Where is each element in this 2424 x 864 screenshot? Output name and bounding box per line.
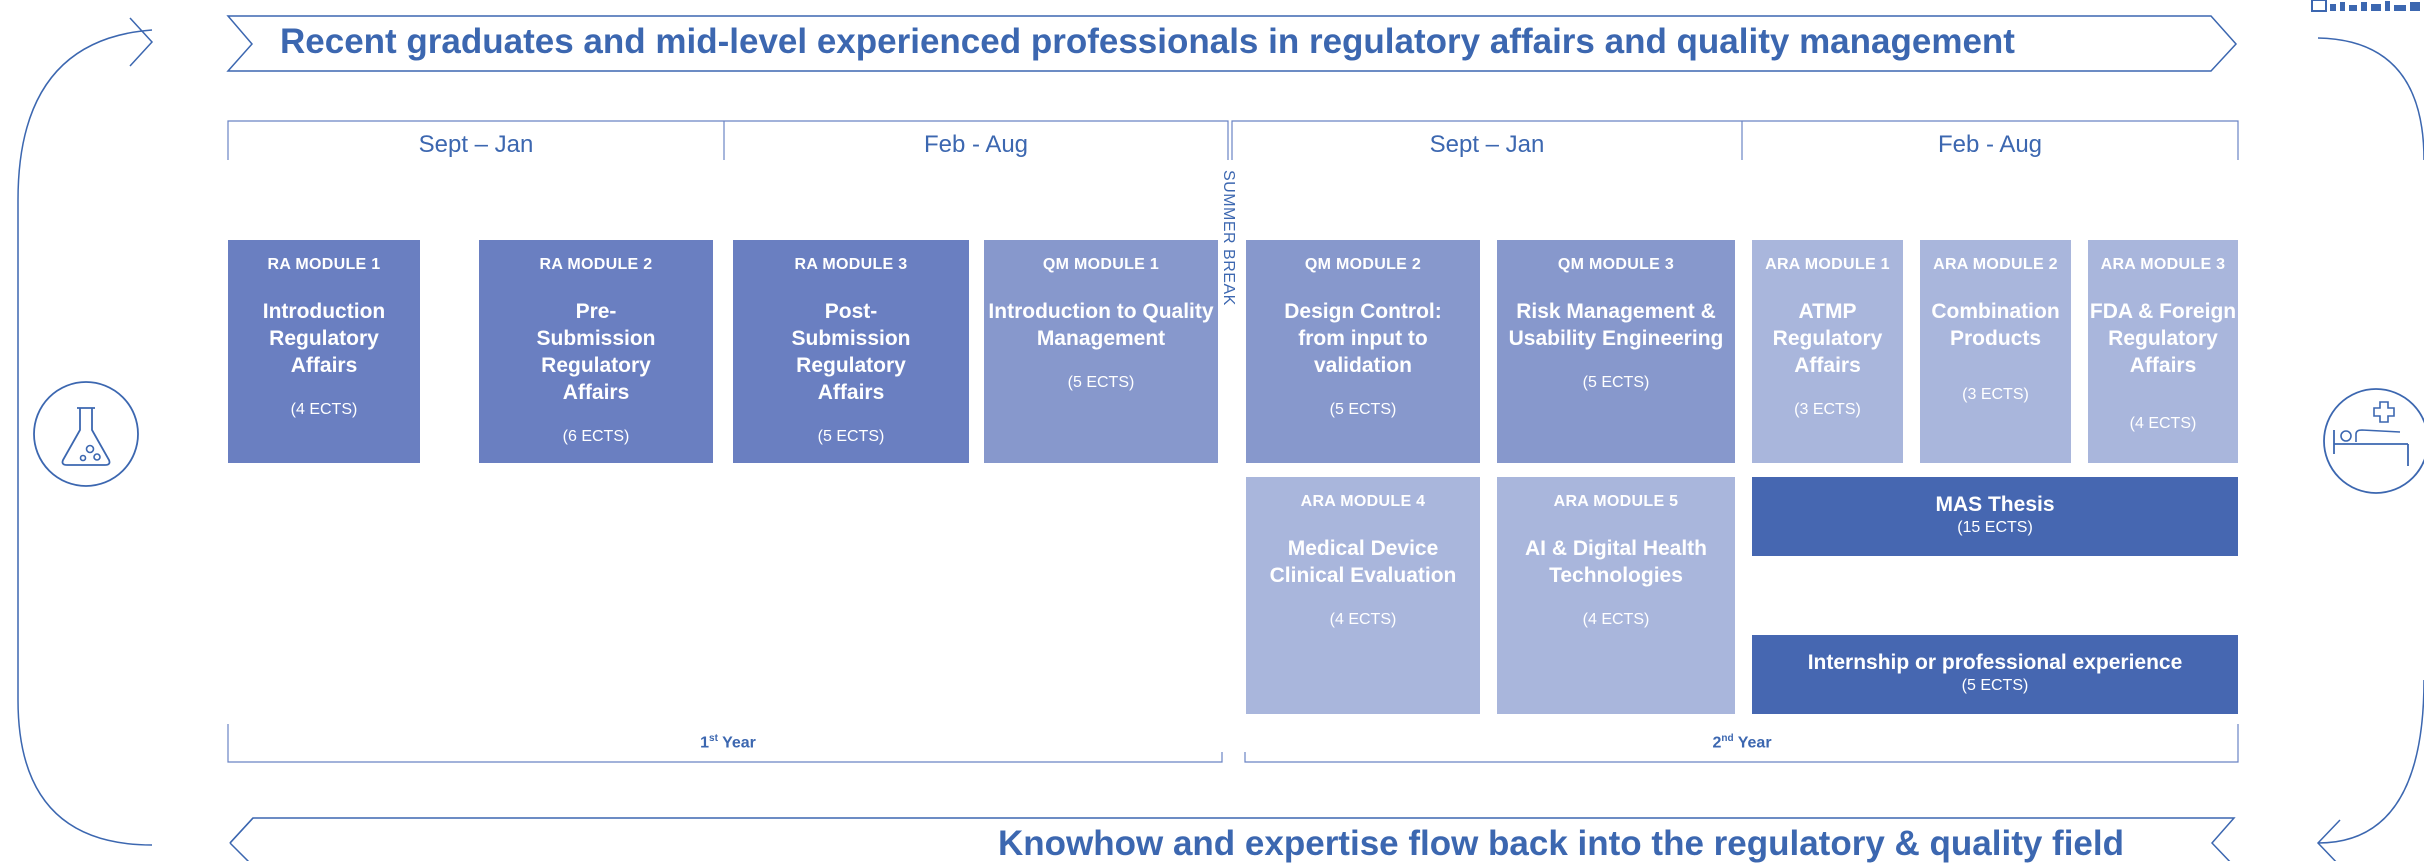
- year-number: 1: [700, 734, 710, 752]
- left-flow-arc: [17, 29, 153, 846]
- module-code: ARA MODULE 2: [1933, 256, 2058, 273]
- module-card: QM MODULE 1 Introduction to Quality Mana…: [984, 240, 1218, 463]
- module-title: Pre-Submission Regulatory Affairs: [536, 300, 656, 404]
- flask-icon: [33, 381, 139, 487]
- qr-code-icon: [2311, 0, 2420, 12]
- module-code: ARA MODULE 5: [1553, 493, 1679, 510]
- module-card: RA MODULE 2 Pre-Submission Regulatory Af…: [479, 240, 713, 463]
- year-number: 2: [1712, 734, 1722, 752]
- top-banner-title: Recent graduates and mid-level experienc…: [280, 22, 2015, 61]
- module-ects: (3 ECTS): [1794, 401, 1861, 418]
- module-card: QM MODULE 3 Risk Management & Usability …: [1497, 240, 1735, 463]
- module-code: RA MODULE 3: [794, 256, 908, 273]
- module-code: QM MODULE 3: [1557, 256, 1675, 273]
- internship-title: Internship or professional experience: [1807, 651, 2183, 674]
- module-title: AI & Digital Health Technologies: [1524, 537, 1708, 587]
- left-arrow-head: [129, 17, 154, 67]
- hospital-bed-icon: [2323, 388, 2424, 494]
- module-card: ARA MODULE 5 AI & Digital Health Technol…: [1497, 477, 1735, 714]
- module-ects: (4 ECTS): [290, 401, 358, 418]
- period-header: Sept – Jan: [418, 131, 534, 158]
- module-ects: (5 ECTS): [1329, 401, 1397, 418]
- module-code: ARA MODULE 3: [2100, 256, 2226, 273]
- module-title: Introduction to Quality Management: [988, 300, 1214, 350]
- module-ects: (5 ECTS): [817, 428, 885, 445]
- module-code: ARA MODULE 4: [1300, 493, 1426, 510]
- year-ordinal: st: [709, 733, 718, 744]
- module-title: Medical Device Clinical Evaluation: [1269, 537, 1457, 587]
- module-title: Risk Management & Usability Engineering: [1508, 300, 1724, 350]
- year-word: Year: [1737, 734, 1772, 752]
- module-card: ARA MODULE 4 Medical Device Clinical Eva…: [1246, 477, 1480, 714]
- period-header: Feb - Aug: [923, 131, 1029, 158]
- module-card: ARA MODULE 3 FDA & Foreign Regulatory Af…: [2088, 240, 2238, 463]
- thesis-ects: (15 ECTS): [1957, 519, 2033, 536]
- module-card: ARA MODULE 2 Combination Products (3 ECT…: [1920, 240, 2071, 463]
- first-year-label: 1st Year: [628, 733, 828, 752]
- module-title: FDA & Foreign Regulatory Affairs: [2089, 300, 2237, 377]
- second-year-label: 2nd Year: [1642, 733, 1842, 752]
- module-ects: (6 ECTS): [562, 428, 630, 445]
- module-card: RA MODULE 3 Post-Submission Regulatory A…: [733, 240, 969, 463]
- module-code: RA MODULE 2: [539, 256, 653, 273]
- module-title: ATMP Regulatory Affairs: [1772, 300, 1883, 377]
- period-header: Feb - Aug: [1937, 131, 2043, 158]
- module-card: RA MODULE 1 Introduction Regulatory Affa…: [228, 240, 420, 463]
- internship-bar: Internship or professional experience (5…: [1752, 635, 2238, 714]
- bottom-banner-title: Knowhow and expertise flow back into the…: [998, 824, 2124, 863]
- module-code: QM MODULE 2: [1304, 256, 1422, 273]
- internship-ects: (5 ECTS): [1961, 677, 2029, 694]
- top-banner-shape: [226, 15, 2238, 72]
- module-card: QM MODULE 2 Design Control: from input t…: [1246, 240, 1480, 463]
- module-code: ARA MODULE 1: [1765, 256, 1890, 273]
- mas-thesis-bar: MAS Thesis (15 ECTS): [1752, 477, 2238, 556]
- right-arrow-head: [2316, 819, 2341, 861]
- module-card: ARA MODULE 1 ATMP Regulatory Affairs (3 …: [1752, 240, 1903, 463]
- period-header: Sept – Jan: [1429, 131, 1545, 158]
- right-flow-arc-bottom: [2317, 679, 2424, 844]
- year-word: Year: [722, 734, 756, 752]
- module-ects: (5 ECTS): [1067, 374, 1135, 391]
- module-code: RA MODULE 1: [267, 256, 381, 273]
- module-ects: (4 ECTS): [2129, 415, 2197, 432]
- module-title: Design Control: from input to validation: [1284, 300, 1442, 377]
- right-flow-arc-top: [2317, 37, 2424, 161]
- module-ects: (3 ECTS): [1962, 386, 2029, 403]
- year-ordinal: nd: [1721, 733, 1734, 744]
- summer-break-label: SUMMER BREAK: [1220, 170, 1237, 306]
- module-ects: (4 ECTS): [1329, 611, 1397, 628]
- module-ects: (4 ECTS): [1582, 611, 1650, 628]
- module-code: QM MODULE 1: [1042, 256, 1160, 273]
- module-title: Post-Submission Regulatory Affairs: [791, 300, 911, 404]
- module-ects: (5 ECTS): [1582, 374, 1650, 391]
- module-title: Combination Products: [1931, 300, 2060, 350]
- module-title: Introduction Regulatory Affairs: [262, 300, 386, 377]
- thesis-title: MAS Thesis: [1935, 493, 2055, 516]
